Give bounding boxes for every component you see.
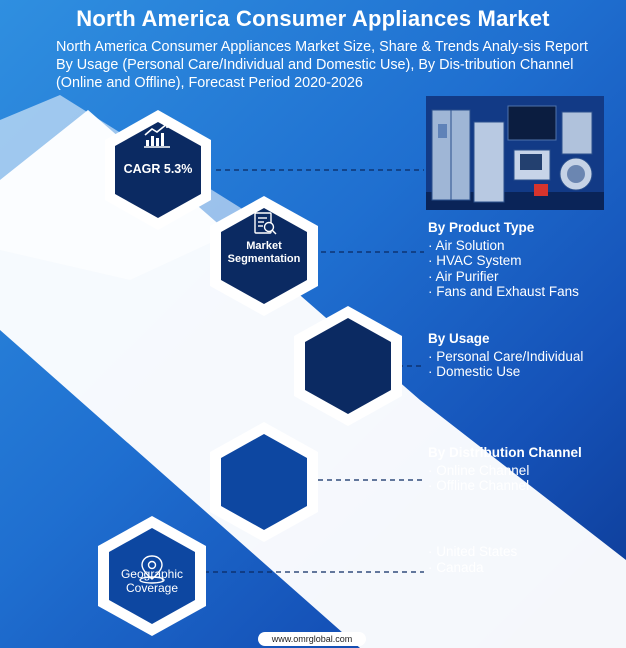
report-magnifier-icon bbox=[254, 212, 277, 235]
hex-cagr bbox=[115, 122, 201, 218]
page-title: North America Consumer Appliances Market bbox=[76, 6, 550, 31]
tv-icon bbox=[507, 105, 557, 141]
distribution-heading: By Distribution Channel bbox=[428, 445, 582, 460]
product-type-heading: By Product Type bbox=[428, 220, 535, 235]
appliance-accent bbox=[534, 184, 548, 196]
list-item: Canada bbox=[428, 560, 517, 576]
hex-usage bbox=[305, 318, 391, 414]
list-item: Offline Channel bbox=[428, 478, 582, 494]
usage-list: By Usage Personal Care/Individual Domest… bbox=[428, 331, 583, 380]
appliances-illustration bbox=[426, 96, 604, 210]
list-item: United States bbox=[428, 544, 517, 560]
hex-market-segmentation bbox=[221, 208, 307, 304]
list-item: HVAC System bbox=[428, 253, 579, 269]
product-type-list: By Product Type Air Solution HVAC System… bbox=[428, 220, 579, 300]
list-item: Air Purifier bbox=[428, 269, 579, 285]
list-item: Online Channel bbox=[428, 463, 582, 479]
hex-geographic bbox=[109, 528, 195, 624]
location-globe-icon bbox=[139, 555, 165, 584]
cagr-label: CAGR 5.3% bbox=[123, 162, 193, 176]
hex-distribution bbox=[221, 434, 307, 530]
market-segmentation-label: Market Segmentation bbox=[227, 240, 301, 265]
geography-list: United States Canada bbox=[428, 544, 517, 575]
distribution-list: By Distribution Channel Online Channel O… bbox=[428, 445, 582, 494]
footer-url: www.omrglobal.com bbox=[258, 632, 366, 646]
list-item: Domestic Use bbox=[428, 364, 583, 380]
usage-heading: By Usage bbox=[428, 331, 490, 346]
page-subtitle: North America Consumer Appliances Market… bbox=[56, 39, 588, 91]
growth-chart-icon bbox=[144, 123, 170, 148]
list-item: Personal Care/Individual bbox=[428, 349, 583, 365]
list-item: Air Solution bbox=[428, 238, 579, 254]
list-item: Fans and Exhaust Fans bbox=[428, 284, 579, 300]
geographic-coverage-label: Geographic Coverage bbox=[120, 567, 184, 595]
